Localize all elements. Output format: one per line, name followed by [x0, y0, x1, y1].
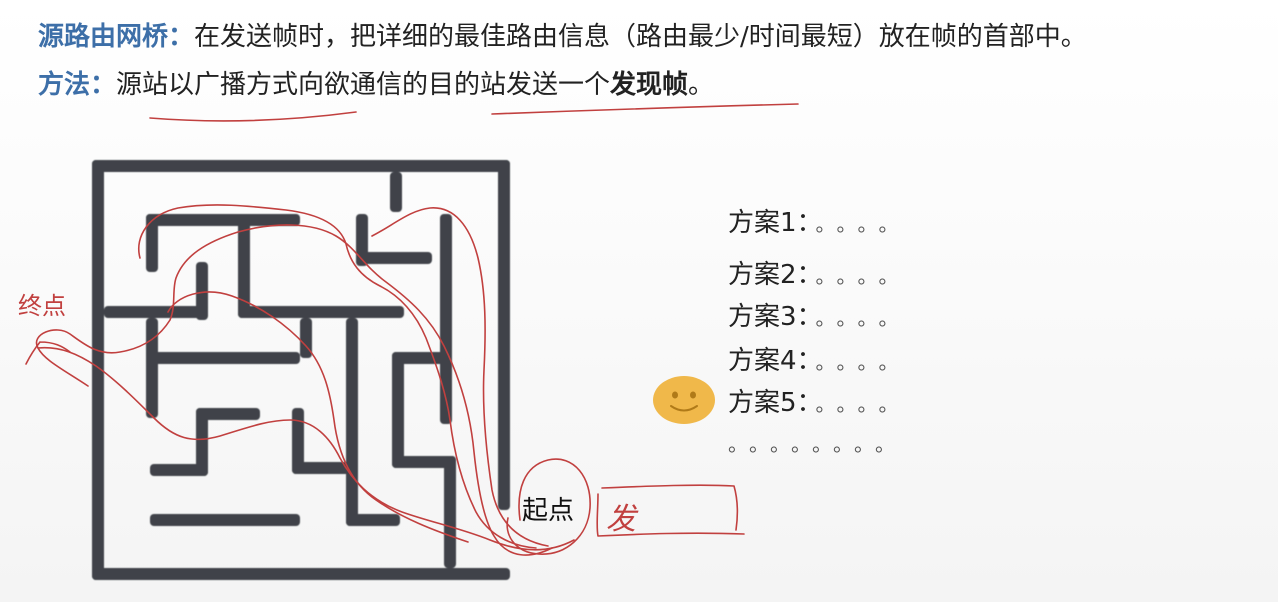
plan-item: 方案3：。。。。 [728, 296, 910, 333]
plan-item: 方案2：。。。。 [728, 254, 910, 291]
method-text-after: 。 [688, 70, 715, 100]
method-term: 方法： [38, 70, 117, 100]
plan-dots: 。。。。 [815, 212, 910, 236]
send-label: 发 [606, 502, 636, 537]
plan-item: 方案1：。。。。 [728, 202, 910, 239]
smiley-face-icon [653, 376, 715, 424]
plan-dots: 。。。。 [815, 264, 910, 288]
definition-text: 在发送帧时，把详细的最佳路由信息（路由最少/时间最短）放在帧的首部中。 [194, 22, 1087, 52]
plan-dots: 。。。。 [815, 392, 910, 416]
definition-line: 源路由网桥：在发送帧时，把详细的最佳路由信息（路由最少/时间最短）放在帧的首部中… [38, 20, 1087, 54]
source-route-bridge-term: 源路由网桥： [38, 22, 195, 52]
plan-dots: 。。。。 [815, 306, 910, 330]
plan-item: 方案5：。。。。 [728, 382, 910, 419]
plan-dots: 。。。。 [815, 350, 910, 374]
plan-label: 方案3： [728, 302, 810, 332]
method-text-before: 源站以广播方式向欲通信的目的站发送一个 [116, 70, 611, 100]
plan-item: 方案4：。。。。 [728, 340, 910, 377]
plan-label: 方案5： [728, 388, 810, 418]
handwritten-route-paths [25, 103, 799, 556]
discovery-frame-text: 发现帧 [610, 70, 689, 100]
plan-label: 方案2： [728, 260, 810, 290]
plan-label: 方案1： [728, 208, 810, 238]
continuation-dots: 。。。。。。。。 [728, 432, 906, 456]
end-point-label: 终点 [18, 292, 66, 320]
start-point-label: 起点 [522, 496, 575, 526]
maze-walls [92, 160, 510, 580]
plan-label: 方案4： [728, 346, 810, 376]
method-line: 方法：源站以广播方式向欲通信的目的站发送一个发现帧。 [38, 68, 714, 102]
